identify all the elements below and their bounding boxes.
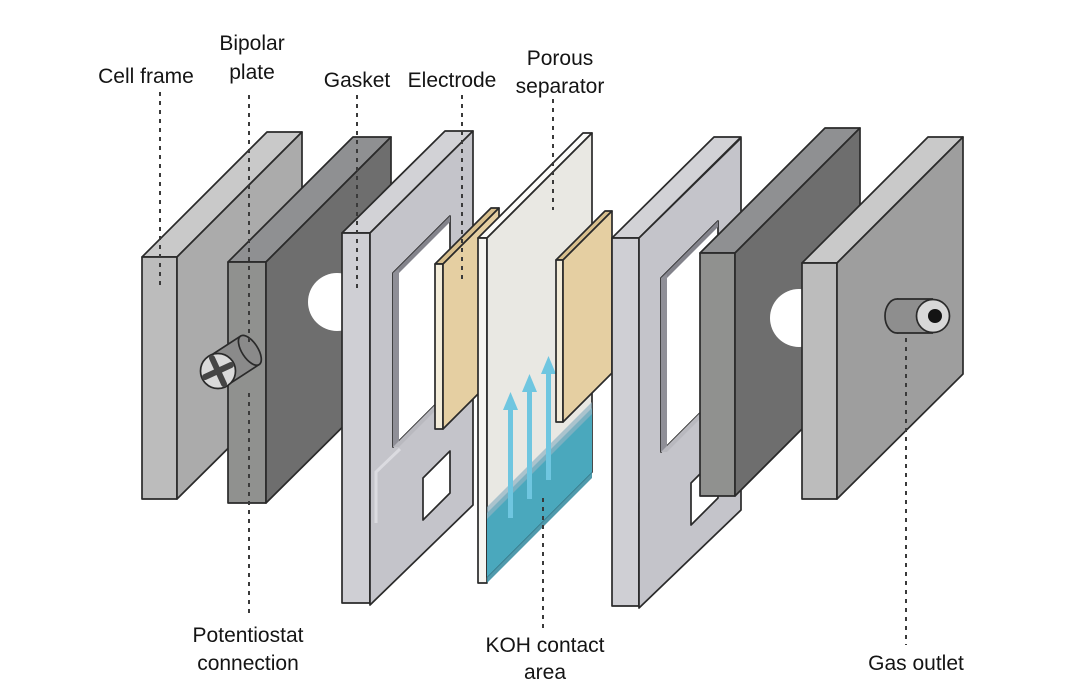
label-porous-separator-line2: separator — [516, 75, 605, 98]
left-electrode-side-face — [434, 263, 444, 430]
right-electrode — [555, 210, 613, 423]
screw-body-cap — [237, 334, 263, 367]
label-potentiostat-line2: connection — [197, 652, 299, 675]
phillips-cross-icon — [202, 355, 234, 387]
potentiostat-screw — [199, 334, 263, 390]
right-gasket-window-top-bevel — [661, 221, 718, 278]
label-gasket: Gasket — [324, 69, 391, 92]
left-gasket-side-face — [341, 232, 371, 604]
koh-boundary-band — [487, 402, 592, 519]
left-gasket-channel-highlight — [374, 447, 402, 523]
right-cell-frame — [801, 136, 964, 500]
right-bipolar-side-face — [699, 252, 736, 497]
outlet-hole — [928, 309, 942, 323]
gas-outlet-port — [884, 298, 951, 334]
label-electrode: Electrode — [408, 69, 497, 92]
left-gasket-window-left-bevel — [393, 269, 399, 447]
right-gasket-window-left-bevel — [661, 274, 667, 452]
label-koh-line2: area — [524, 661, 566, 684]
right-electrode-side-face — [555, 259, 564, 423]
label-gas-outlet: Gas outlet — [868, 652, 964, 675]
up-arrow-icon — [503, 392, 518, 518]
separator-side-face — [477, 237, 488, 584]
leader-lines — [159, 92, 907, 645]
left-gasket-window-top-bevel — [393, 216, 450, 273]
koh-contact-area — [487, 408, 592, 577]
labels: Cell frame Bipolar plate Gasket Electrod… — [98, 32, 964, 684]
label-porous-separator-line1: Porous — [527, 47, 594, 70]
porous-separator — [477, 132, 593, 584]
flow-arrows — [503, 356, 556, 518]
koh-bottom-edge — [487, 472, 592, 583]
label-koh-line1: KOH contact — [485, 634, 604, 657]
outlet-body-outline — [897, 298, 933, 334]
label-bipolar-plate-line1: Bipolar — [219, 32, 284, 55]
right-bipolar-plate — [699, 127, 861, 497]
left-bipolar-side-face — [227, 261, 267, 504]
right-gasket-side-face — [611, 237, 640, 607]
label-cell-frame: Cell frame — [98, 65, 194, 88]
label-bipolar-plate-line2: plate — [229, 61, 275, 84]
right-cell-frame-side-face — [801, 262, 838, 500]
label-potentiostat-line1: Potentiostat — [193, 624, 304, 647]
up-arrow-icon — [541, 356, 556, 480]
up-arrow-icon — [522, 374, 537, 499]
left-cell-frame-side-face — [141, 256, 178, 500]
